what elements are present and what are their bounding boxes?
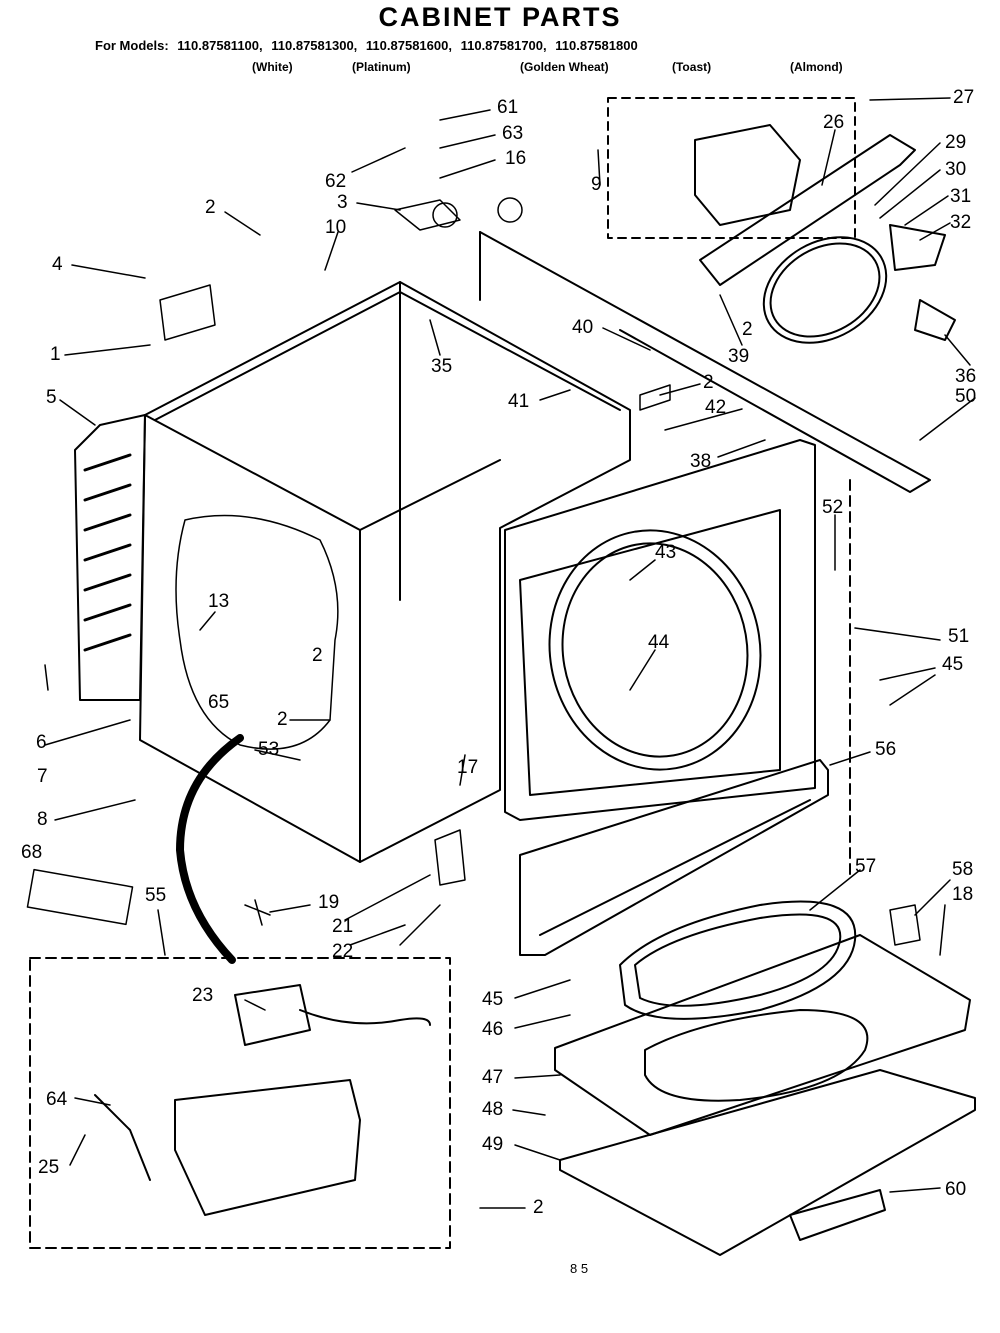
model-number-5: 110.87581800 — [555, 38, 638, 53]
callout-2e: 2 — [533, 1197, 544, 1218]
callout-45a: 45 — [942, 654, 964, 675]
callout-47: 47 — [482, 1067, 504, 1088]
leader-lines — [44, 97, 976, 1209]
callout-7: 7 — [37, 766, 48, 787]
callout-36: 36 — [955, 366, 977, 387]
callout-38: 38 — [690, 451, 712, 472]
model-color-5: (Almond) — [790, 60, 843, 74]
callout-60: 60 — [945, 1179, 967, 1200]
wire-harness — [176, 734, 244, 964]
callout-22: 22 — [332, 941, 354, 962]
callout-62: 62 — [325, 171, 347, 192]
callout-16: 16 — [505, 148, 527, 169]
front-panel — [504, 439, 851, 881]
model-number-1: 110.87581100, — [177, 38, 263, 53]
cabinet-outline — [139, 281, 631, 863]
callout-8: 8 — [37, 809, 48, 830]
model-number-3: 110.87581600, — [365, 38, 452, 53]
callout-45b: 45 — [482, 989, 504, 1010]
models-line: For Models: 110.87581100, 110.87581300, … — [95, 38, 643, 53]
page-mark: 8 5 — [570, 1261, 589, 1276]
model-number-4: 110.87581700, — [460, 38, 547, 53]
callout-18: 18 — [952, 884, 974, 905]
callout-46: 46 — [482, 1019, 504, 1040]
model-color-4: (Toast) — [672, 60, 712, 74]
callout-4: 4 — [52, 254, 63, 275]
callout-13: 13 — [208, 591, 230, 612]
models-prefix: For Models: — [95, 38, 169, 53]
callout-68: 68 — [21, 842, 43, 863]
callout-3: 3 — [337, 192, 348, 213]
callout-17: 17 — [457, 757, 479, 778]
callout-23: 23 — [192, 985, 214, 1006]
toe-panel — [519, 759, 829, 956]
callout-51: 51 — [948, 626, 970, 647]
callout-49: 49 — [482, 1134, 504, 1155]
callout-31: 31 — [950, 186, 972, 207]
controls-box — [29, 957, 451, 1249]
model-color-3: (Golden Wheat) — [520, 60, 609, 74]
callout-21: 21 — [332, 916, 354, 937]
callout-42: 42 — [705, 397, 727, 418]
callout-30: 30 — [945, 159, 967, 180]
callout-63: 63 — [502, 123, 524, 144]
callout-26: 26 — [823, 112, 845, 133]
callout-43: 43 — [655, 542, 677, 563]
callout-61: 61 — [497, 97, 519, 118]
callout-9: 9 — [591, 174, 602, 195]
callout-48: 48 — [482, 1099, 504, 1120]
callout-65: 65 — [208, 692, 230, 713]
model-number-2: 110.87581300, — [271, 38, 358, 53]
small-parts — [26, 197, 921, 946]
side-panel — [74, 414, 146, 701]
callout-19: 19 — [318, 892, 340, 913]
callout-53: 53 — [258, 739, 280, 760]
callout-52: 52 — [822, 497, 844, 518]
model-color-1: (White) — [252, 60, 293, 74]
callout-32: 32 — [950, 212, 972, 233]
callout-1: 1 — [50, 344, 61, 365]
door-assembly — [554, 900, 976, 1256]
callout-2f: 2 — [742, 319, 753, 340]
callout-25: 25 — [38, 1157, 60, 1178]
rear-panel — [479, 231, 931, 493]
callout-57: 57 — [855, 856, 877, 877]
motor-assembly — [607, 97, 956, 344]
callout-29: 29 — [945, 132, 967, 153]
callout-55: 55 — [145, 885, 167, 906]
callout-58: 58 — [952, 859, 974, 880]
callout-44: 44 — [648, 632, 670, 653]
callout-6: 6 — [36, 732, 47, 753]
callout-2d: 2 — [277, 709, 288, 730]
callout-39: 39 — [728, 346, 750, 367]
callout-35: 35 — [431, 356, 453, 377]
callout-27: 27 — [953, 87, 975, 108]
callout-64: 64 — [46, 1089, 68, 1110]
callout-10: 10 — [325, 217, 347, 238]
callout-2c: 2 — [312, 645, 323, 666]
callout-5: 5 — [46, 387, 57, 408]
page-title: CABINET PARTS — [378, 2, 622, 32]
callout-2a: 2 — [205, 197, 216, 218]
model-color-2: (Platinum) — [352, 60, 411, 74]
callout-50: 50 — [955, 386, 977, 407]
callout-40: 40 — [572, 317, 594, 338]
callout-2b: 41 — [508, 391, 530, 412]
callout-41: 2 — [703, 372, 714, 393]
callout-56: 56 — [875, 739, 897, 760]
